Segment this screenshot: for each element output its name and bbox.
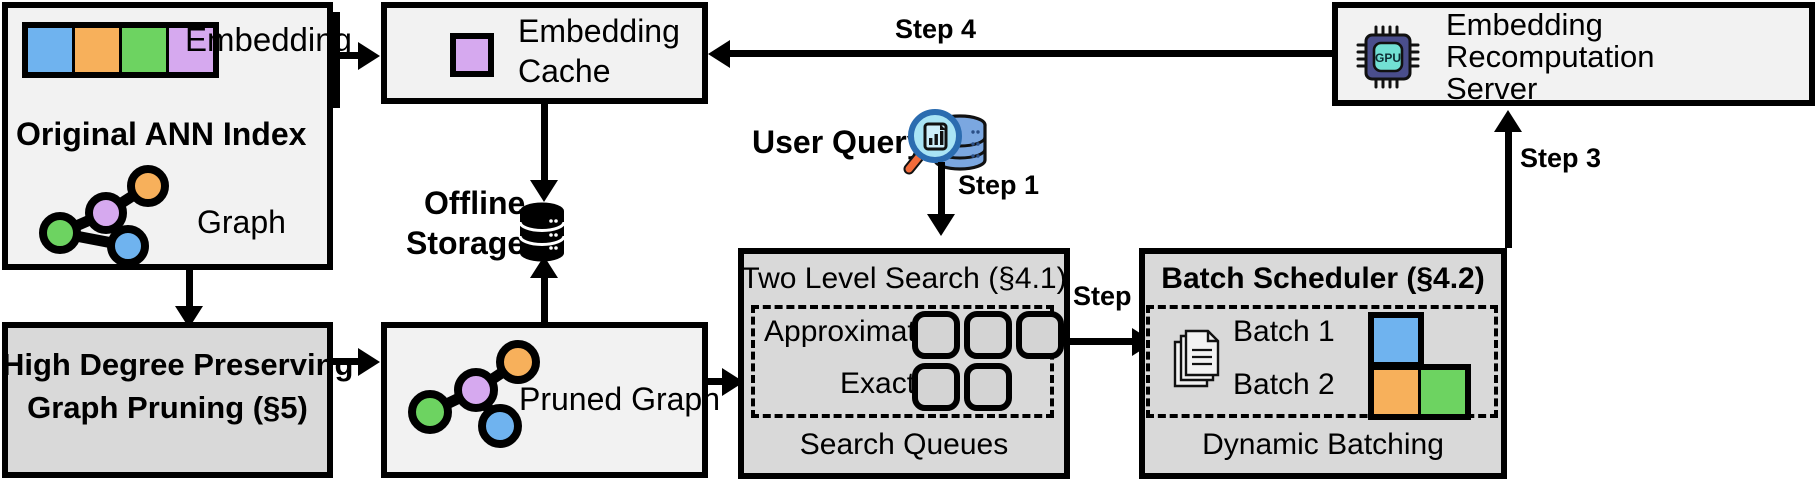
arrow-pruned-to-search-line xyxy=(708,378,730,385)
recompute-server-line3: Server xyxy=(1446,71,1538,106)
approximate-slot-2[interactable] xyxy=(964,311,1012,359)
batch-2-cell-orange xyxy=(1374,370,1421,414)
arrow-pruned-to-storage-line xyxy=(541,276,548,322)
batch-2-cell-green xyxy=(1421,370,1465,414)
step-1-label: Step 1 xyxy=(958,170,1040,200)
arrow-pruning-to-pruned-head xyxy=(358,348,380,376)
original-ann-index-title: Original ANN Index xyxy=(16,116,307,152)
arrow-query-to-search-line xyxy=(938,162,945,220)
arrow-batch-to-server-line xyxy=(1505,130,1512,248)
batch-2-cells xyxy=(1368,364,1471,420)
search-queues-group xyxy=(751,305,1054,418)
embedding-cell-green xyxy=(122,28,169,72)
arrow-index-to-cache-stub xyxy=(333,12,340,108)
pruned-graph-label: Pruned Graph xyxy=(519,381,721,417)
node-two-level-search xyxy=(738,248,1070,479)
node-graph-pruning xyxy=(2,322,333,478)
approximate-queue[interactable] xyxy=(912,311,1064,359)
dynamic-batching-group xyxy=(1146,305,1498,418)
batch-1-cells xyxy=(1368,312,1424,368)
node-embedding-cache xyxy=(381,2,708,104)
original-graph-icon xyxy=(38,165,178,267)
arrow-batch-to-server-head xyxy=(1494,110,1522,132)
exact-slot-1[interactable] xyxy=(912,363,960,411)
search-database-icon xyxy=(898,105,990,177)
embedding-cache-swatch xyxy=(450,33,494,77)
recompute-server-line2: Recomputation xyxy=(1446,39,1655,74)
exact-queue[interactable] xyxy=(912,363,1012,411)
arrow-cache-to-storage-line xyxy=(541,104,548,186)
batch-1-label: Batch 1 xyxy=(1233,315,1335,348)
embedding-cell-blue xyxy=(28,28,75,72)
step-3-label: Step 3 xyxy=(1520,143,1602,173)
graph-pruning-line2: Graph Pruning (§5) xyxy=(27,390,308,425)
svg-text:GPU: GPU xyxy=(1375,51,1401,65)
arrow-server-to-cache-line xyxy=(728,50,1334,57)
offline-storage-line1: Offline xyxy=(424,185,526,221)
arrow-query-to-search-head xyxy=(927,214,955,236)
embedding-cell-orange xyxy=(75,28,122,72)
embedding-cache-line1: Embedding xyxy=(518,13,680,49)
gpu-chip-icon: GPU xyxy=(1356,25,1420,89)
batch-scheduler-title: Batch Scheduler (§4.2) xyxy=(1161,262,1485,295)
graph-label: Graph xyxy=(197,204,286,240)
search-row-approximate-label: Approximate xyxy=(764,315,933,348)
search-queues-footer: Search Queues xyxy=(799,428,1009,461)
recompute-server-line1: Embedding xyxy=(1446,7,1603,42)
arrow-index-to-pruning-line xyxy=(186,270,193,312)
embedding-vector-swatches xyxy=(22,22,219,78)
approximate-slot-1[interactable] xyxy=(912,311,960,359)
batch-2-label: Batch 2 xyxy=(1233,368,1335,401)
arrow-index-to-cache-line xyxy=(333,52,363,59)
search-row-exact-label: Exact xyxy=(840,367,916,400)
arrow-cache-to-storage-head xyxy=(530,180,558,202)
node-recompute-server xyxy=(1332,2,1815,106)
approximate-slot-3[interactable] xyxy=(1016,311,1064,359)
embedding-label: Embedding xyxy=(185,21,352,58)
embedding-cell-purple xyxy=(169,28,213,72)
arrow-index-to-cache-head xyxy=(358,42,380,70)
two-level-search-title: Two Level Search (§4.1) xyxy=(741,262,1067,295)
documents-icon xyxy=(1172,328,1220,390)
arrow-pruning-to-pruned-line xyxy=(333,358,363,365)
offline-storage-line2: Storage xyxy=(406,225,526,261)
exact-slot-2[interactable] xyxy=(964,363,1012,411)
embedding-cache-line2: Cache xyxy=(518,53,611,89)
dynamic-batching-footer: Dynamic Batching xyxy=(1202,428,1444,461)
arrow-pruned-to-storage-head xyxy=(530,256,558,278)
pruned-graph-icon xyxy=(408,340,548,450)
arrow-search-to-batch-line xyxy=(1070,338,1142,345)
batch-1-cell-blue xyxy=(1374,318,1418,362)
database-icon xyxy=(518,202,566,262)
arrow-server-to-cache-head xyxy=(708,40,730,68)
graph-pruning-line1: High Degree Preserving xyxy=(2,347,354,382)
step-4-label: Step 4 xyxy=(895,14,977,44)
